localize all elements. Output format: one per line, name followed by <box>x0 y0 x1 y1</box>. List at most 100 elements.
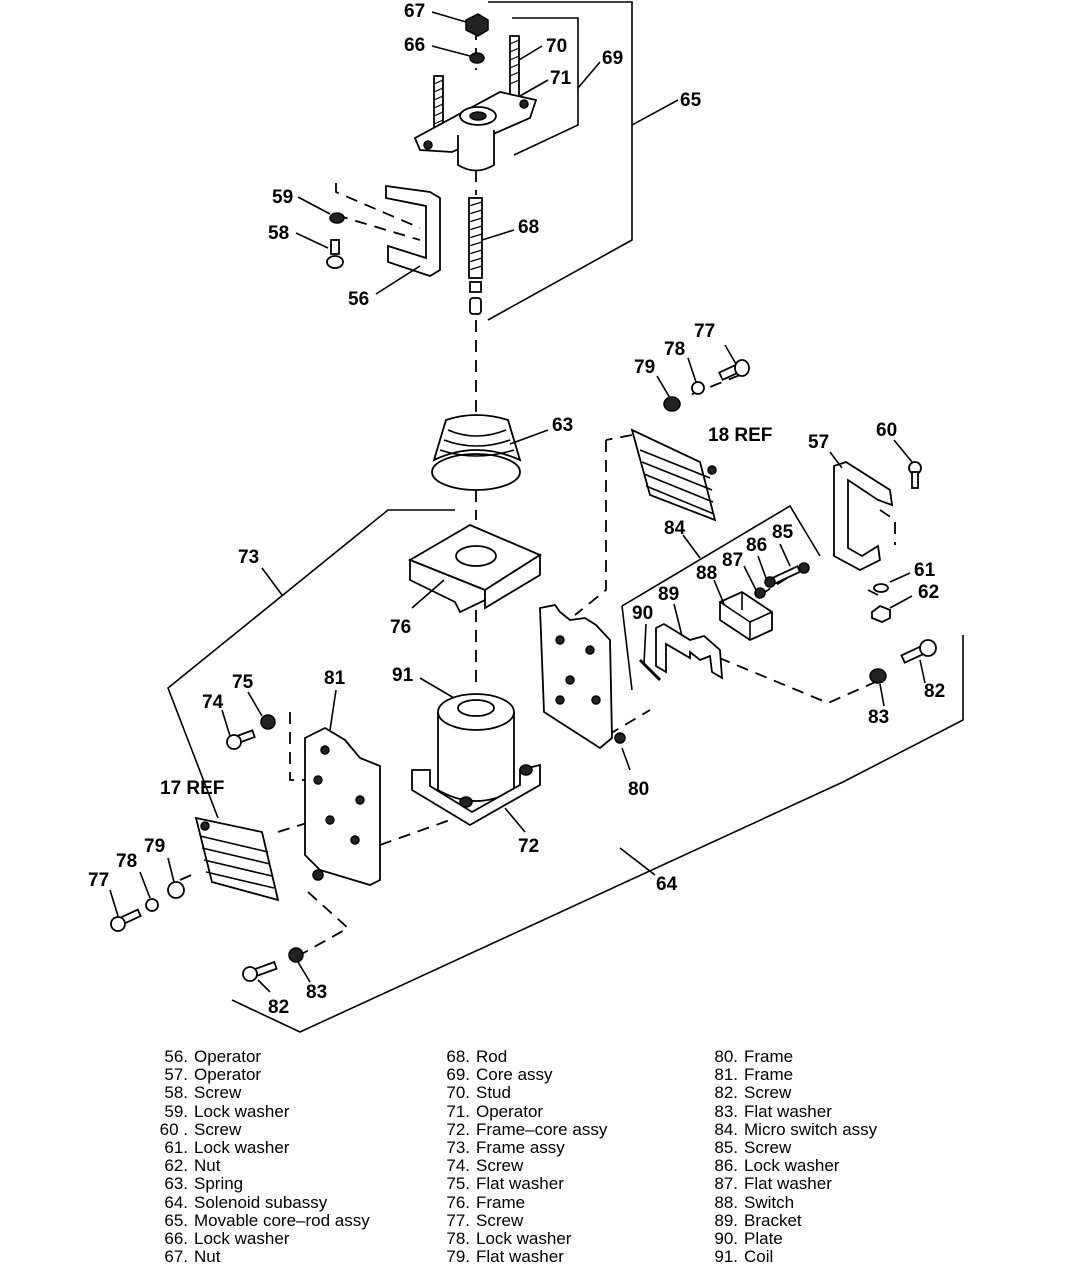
screw-82-right <box>900 639 937 664</box>
operator-57 <box>833 461 894 572</box>
legend-item: 76.Frame <box>446 1192 526 1212</box>
operator-71 <box>413 91 538 153</box>
callout-69: 69 <box>602 48 623 69</box>
legend-item: 62.Nut <box>164 1156 221 1176</box>
callout-79-lower: 79 <box>144 836 165 857</box>
callout-89: 89 <box>658 584 679 605</box>
callout-62: 62 <box>918 582 939 603</box>
legend-item: 63.Spring <box>164 1174 244 1194</box>
legend-item: 72.Frame–core assy <box>446 1119 608 1139</box>
legend-item: 68.Rod <box>446 1047 508 1066</box>
legend-item: 69.Core assy <box>446 1065 553 1085</box>
flat-washer-79-upper <box>663 396 681 412</box>
callout-82-lower: 82 <box>268 997 289 1018</box>
frame-core-assy-72 <box>411 763 541 827</box>
legend-item: 86.Lock washer <box>714 1156 840 1176</box>
callout-72: 72 <box>518 836 539 857</box>
callout-80: 80 <box>628 779 649 800</box>
bracket-89 <box>655 622 724 680</box>
legend-item: 73.Frame assy <box>446 1137 565 1157</box>
screw-85 <box>770 562 810 585</box>
legend-item: 80.Frame <box>714 1047 794 1066</box>
legend-item: 90.Plate <box>714 1228 783 1248</box>
legend-item: 66.Lock washer <box>164 1228 290 1248</box>
callout-67: 67 <box>404 1 425 22</box>
lock-washer-61 <box>873 583 889 593</box>
legend-column-2: 68.Rod 69.Core assy 70.Stud 71.Operator … <box>432 1047 608 1267</box>
screw-74 <box>226 729 256 750</box>
legend-item: 77.Screw <box>446 1210 524 1230</box>
operator-56 <box>385 184 441 277</box>
callout-88: 88 <box>696 563 717 584</box>
legend-item: 85.Screw <box>714 1137 792 1157</box>
callout-labels: 67 66 70 69 71 65 59 58 68 56 77 78 79 6… <box>88 1 945 1018</box>
lock-washer-59 <box>329 212 345 224</box>
screw-77-upper <box>718 359 750 382</box>
switch-88 <box>719 590 773 642</box>
legend-item: 64.Solenoid subassy <box>164 1192 328 1212</box>
legend-item: 84.Micro switch assy <box>714 1119 878 1139</box>
callout-87: 87 <box>722 550 743 571</box>
legend-item: 88.Switch <box>714 1192 795 1212</box>
legend-item: 82.Screw <box>714 1083 792 1103</box>
callout-60: 60 <box>876 420 897 441</box>
legend-item: 91.Coil <box>714 1247 774 1267</box>
lock-washer-78-lower <box>145 898 159 912</box>
legend-item: 59.Lock washer <box>164 1101 290 1121</box>
legend-item: 81.Frame <box>714 1065 794 1085</box>
callout-57: 57 <box>808 432 829 453</box>
coil-91 <box>437 693 515 802</box>
nut-67 <box>465 13 489 37</box>
legend-item: 78.Lock washer <box>446 1228 572 1248</box>
alignment-dashed-lines <box>179 28 896 956</box>
legend-item: 79.Flat washer <box>446 1247 564 1267</box>
callout-17-ref: 17 REF <box>160 778 224 799</box>
callout-70: 70 <box>546 36 567 57</box>
callout-86: 86 <box>746 535 767 556</box>
flat-washer-83-lower <box>288 947 304 963</box>
callout-75: 75 <box>232 672 254 693</box>
frame-76 <box>407 523 542 614</box>
legend-item: 89.Bracket <box>714 1210 802 1230</box>
callout-91: 91 <box>392 665 414 686</box>
flat-washer-79-lower <box>167 881 185 899</box>
lock-washer-78-upper <box>691 381 705 395</box>
callout-18-ref: 18 REF <box>708 425 772 446</box>
callout-79-upper: 79 <box>634 357 655 378</box>
legend-item: 60 .Screw <box>159 1119 242 1139</box>
terminal-block-17 <box>194 816 280 902</box>
legend-column-1: 56.Operator 57.Operator 58.Screw 59.Lock… <box>150 1047 370 1267</box>
callout-83-lower: 83 <box>306 982 327 1003</box>
legend-item: 70.Stud <box>446 1083 511 1103</box>
legend-item: 74.Screw <box>446 1156 524 1176</box>
screw-82-lower <box>242 960 278 982</box>
callout-61: 61 <box>914 560 936 581</box>
flat-washer-87 <box>754 587 766 599</box>
callout-84: 84 <box>664 518 686 539</box>
legend-item: 71.Operator <box>446 1101 544 1121</box>
screw-58 <box>326 239 344 269</box>
callout-83-right: 83 <box>868 707 889 728</box>
callout-78-lower: 78 <box>116 851 137 872</box>
callout-78-upper: 78 <box>664 339 685 360</box>
callout-85: 85 <box>772 522 794 543</box>
screw-77-lower <box>110 908 142 932</box>
nut-62 <box>871 604 891 623</box>
lock-washer-86 <box>764 576 776 588</box>
callout-71: 71 <box>550 68 572 89</box>
flat-washer-83-right <box>869 668 887 684</box>
core-cylinder <box>457 130 495 172</box>
frame-80 <box>539 604 626 750</box>
callout-66: 66 <box>404 35 425 56</box>
callout-65: 65 <box>680 90 702 111</box>
screw-60 <box>908 461 922 489</box>
callout-56: 56 <box>348 289 369 310</box>
callout-74: 74 <box>202 692 224 713</box>
legend-item: 58.Screw <box>164 1083 242 1103</box>
parts-legend: 56.Operator 57.Operator 58.Screw 59.Lock… <box>0 1047 1076 1268</box>
legend-item: 57.Operator <box>164 1065 262 1085</box>
legend-item: 67.Nut <box>164 1247 221 1267</box>
callout-81: 81 <box>324 668 346 689</box>
callout-64: 64 <box>656 874 678 895</box>
legend-item: 65.Movable core–rod assy <box>164 1210 370 1230</box>
